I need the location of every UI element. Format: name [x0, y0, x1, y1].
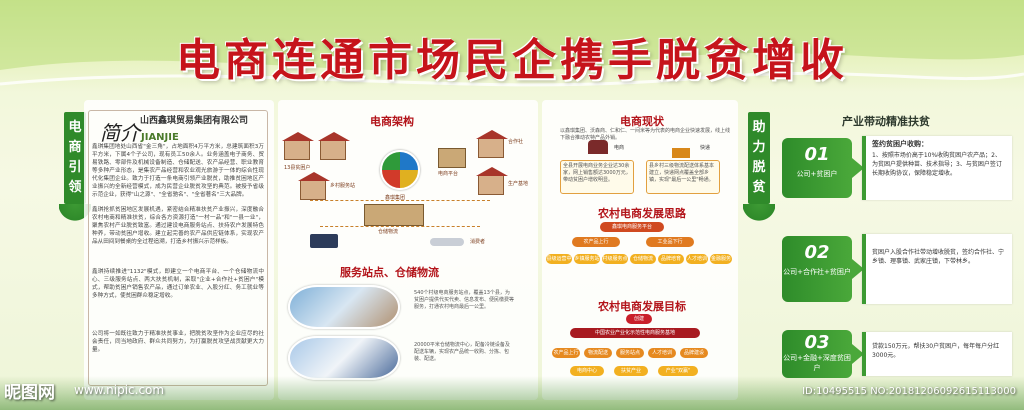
people-icon: [588, 140, 608, 154]
services-text-1: 540个村级电商服务站点，覆盖13个县，为贫困户提供代买代卖、信息发布、便民缴费…: [414, 290, 515, 310]
step-01-box: 签约贫困户收购： 1、按照市场价高于10%收购贫困户农产品；2、为贫困户提供种苗…: [862, 136, 1012, 200]
trucks-photo: [288, 336, 400, 380]
warehouse-photo: [288, 285, 400, 329]
goals-item: 人才培训: [648, 348, 676, 358]
decorative-wave: [0, 0, 1024, 87]
goals-bottom: 产业"双赢": [658, 366, 698, 376]
ideas-level1-node: 工业品下行: [646, 237, 694, 247]
watermark-url: www.nipic.com: [74, 383, 165, 397]
label-ecommerce: 电商: [614, 145, 625, 151]
label-cooperative: 合作社: [508, 139, 524, 145]
page-title: 电商连通市场民企携手脱贫增收: [176, 35, 848, 86]
status-title: 电商现状: [620, 115, 664, 128]
delivery-truck-icon: [672, 148, 690, 158]
ideas-level2-node: 品牌培育: [658, 254, 684, 264]
warehouse-icon: [364, 204, 424, 226]
step-03-box: 贷款150万元，帮扶30户贫困户，每年每户分红3000元。: [862, 332, 1012, 376]
label-warehouse: 仓储物流: [378, 229, 399, 235]
step-02-box: 贫困户入股合作社带动增收脱贫，签约合作社、宁乡镇、理事镇、武家庄镇，下带林乡。: [862, 234, 1012, 304]
goals-item: 服务站点: [616, 348, 644, 358]
step-03: 03 公司+金融+深度贫困户: [782, 330, 864, 378]
label-poor-households: 13县贫困户: [284, 165, 311, 171]
services-title: 服务站点、仓储物流: [340, 266, 439, 279]
architecture-title: 电商架构: [370, 115, 414, 128]
group-logo-icon: [380, 150, 420, 190]
watermark-logo: 昵图网: [4, 383, 55, 403]
footer-strip: [0, 376, 1024, 410]
house-icon: [298, 172, 330, 200]
goals-item: 农产品上行: [552, 348, 580, 358]
truck-icon: [310, 234, 338, 248]
goals-bottom: 扶贫产业: [614, 366, 648, 376]
ideas-level2-node: 人才培训: [686, 254, 708, 264]
step-01: 01 公司+贫困户: [782, 138, 864, 198]
services-text-2: 20000平米仓储物流中心，配备冷链设备及配送车辆，实现农产品统一收购、分拣、包…: [414, 342, 510, 362]
goals-tag: 创建: [626, 314, 652, 324]
house-icon: [282, 132, 314, 160]
intro-para-3: 鑫琪持续推进"1132"模式，即建立一个电商平台、一个仓储物流中心、三级服务站点…: [92, 269, 264, 299]
poverty-title: 产业带动精准扶贫: [842, 115, 930, 128]
ideas-root-node: 鑫琪电商服务平台: [600, 222, 664, 232]
status-box-ecommerce: 全县开展电商业务企业达30余家，网上销售额达3000万元，带动贫困户增收明显。: [560, 160, 634, 194]
intro-heading: 简介: [100, 121, 140, 145]
goals-item: 物流配送: [584, 348, 612, 358]
label-consumer: 消费者: [470, 239, 486, 245]
ideas-level1-node: 农产品上行: [572, 237, 620, 247]
ideas-level2-node: 仓储物流: [630, 254, 656, 264]
watermark-id: ID:10495515 NO:20181206092615113000: [802, 386, 1016, 397]
goals-bottom: 电商中心: [570, 366, 604, 376]
label-base: 生产基地: [508, 181, 529, 187]
house-icon: [476, 130, 508, 158]
company-name: 山西鑫琪贸易集团有限公司: [140, 116, 249, 126]
flow-line: [320, 226, 480, 227]
plane-icon: [430, 238, 464, 246]
ideas-title: 农村电商发展思路: [598, 207, 686, 220]
house-icon: [476, 167, 508, 195]
intro-para-2: 鑫琪抢抓贫困地区发展机遇，紧密结合精准扶贫产业振兴，深度融合农村电商和精准扶贫，…: [92, 207, 264, 245]
platform-building-icon: [438, 148, 466, 168]
intro-para-4: 公司将一如既往致力于精准扶贫事业，把脱贫攻坚作为企业应尽的社会责任，同当地政府、…: [92, 331, 264, 353]
status-box-express: 县乡村三级物流配送体系基本建立，快递网点覆盖全部乡镇，实现"最后一公里"畅通。: [646, 160, 720, 194]
ideas-level2-node: 村级服务点: [602, 254, 628, 264]
center-label: 鑫琪集团: [385, 195, 406, 201]
label-express: 快递: [700, 145, 711, 151]
ideas-level2-node: 乡镇服务站: [574, 254, 600, 264]
ideas-level2-node: 县级运营中心: [546, 254, 572, 272]
goals-item: 品牌建设: [680, 348, 708, 358]
intro-para-1: 鑫琪集团地处山西省"金三角"，占地面积4万平方米，总建筑面积3万平方米，下属4个…: [92, 144, 264, 198]
flow-line: [310, 200, 490, 201]
right-banner: 助 力 脱 贫: [743, 112, 775, 226]
ideas-level2-node: 金融服务: [710, 254, 732, 264]
house-icon: [318, 132, 350, 160]
intro-heading-en: JIANJIE: [141, 132, 179, 143]
goals-title: 农村电商发展目标: [598, 300, 686, 313]
label-platform: 电商平台: [438, 171, 459, 177]
goals-banner: 中国农业产业化示范性电商服务基地: [570, 328, 700, 338]
label-service-station: 乡村服务站: [330, 183, 356, 189]
status-intro: 以鑫琪集团、沃森商、仁和仁、一间米等为代表的电商企业快速发展，线上线下融合推动农…: [560, 128, 731, 141]
step-02: 02 公司+合作社+贫困户: [782, 236, 864, 302]
intro-panel: [84, 100, 274, 400]
left-banner: 电 商 引 领: [59, 112, 91, 226]
